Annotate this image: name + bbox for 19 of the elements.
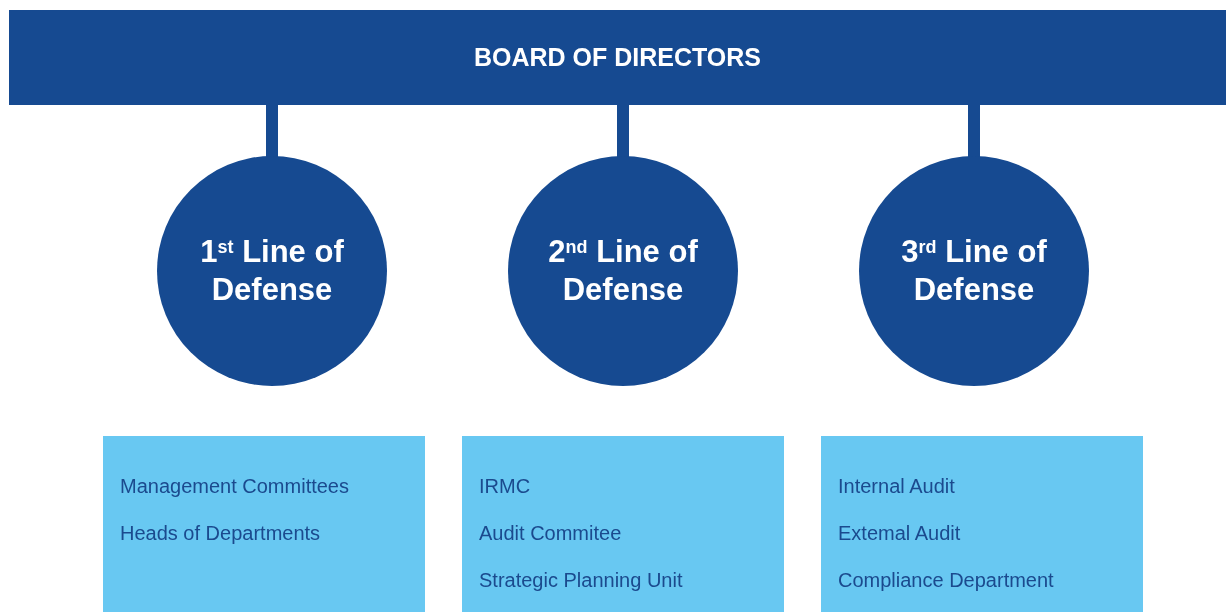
board-title: BOARD OF DIRECTORS: [473, 41, 762, 73]
circle-label: 3$^{rd}$ Line of Defense: [900, 233, 1048, 309]
member-item: Extemal Audit: [838, 521, 962, 546]
connector-line: [968, 105, 980, 157]
connector-line: [617, 105, 629, 157]
member-panel: [103, 436, 425, 612]
member-item: Compliance Department: [838, 568, 1055, 593]
member-item: Internal Audit: [838, 474, 956, 499]
member-item: Heads of Departments: [120, 521, 322, 546]
member-item: Management Committees: [120, 474, 350, 499]
connector-line: [266, 105, 278, 157]
member-item: Strategic Planning Unit: [479, 568, 684, 593]
member-item: Audit Commitee: [479, 521, 623, 546]
member-panel: [821, 436, 1143, 612]
member-item: IRMC: [479, 474, 532, 499]
header-bar: [9, 10, 1226, 105]
circle-label: 2$^{nd}$ Line of Defense: [547, 233, 699, 309]
member-panel: [462, 436, 784, 612]
circle-label: 1$^{st}$ Line of Defense: [199, 233, 345, 309]
